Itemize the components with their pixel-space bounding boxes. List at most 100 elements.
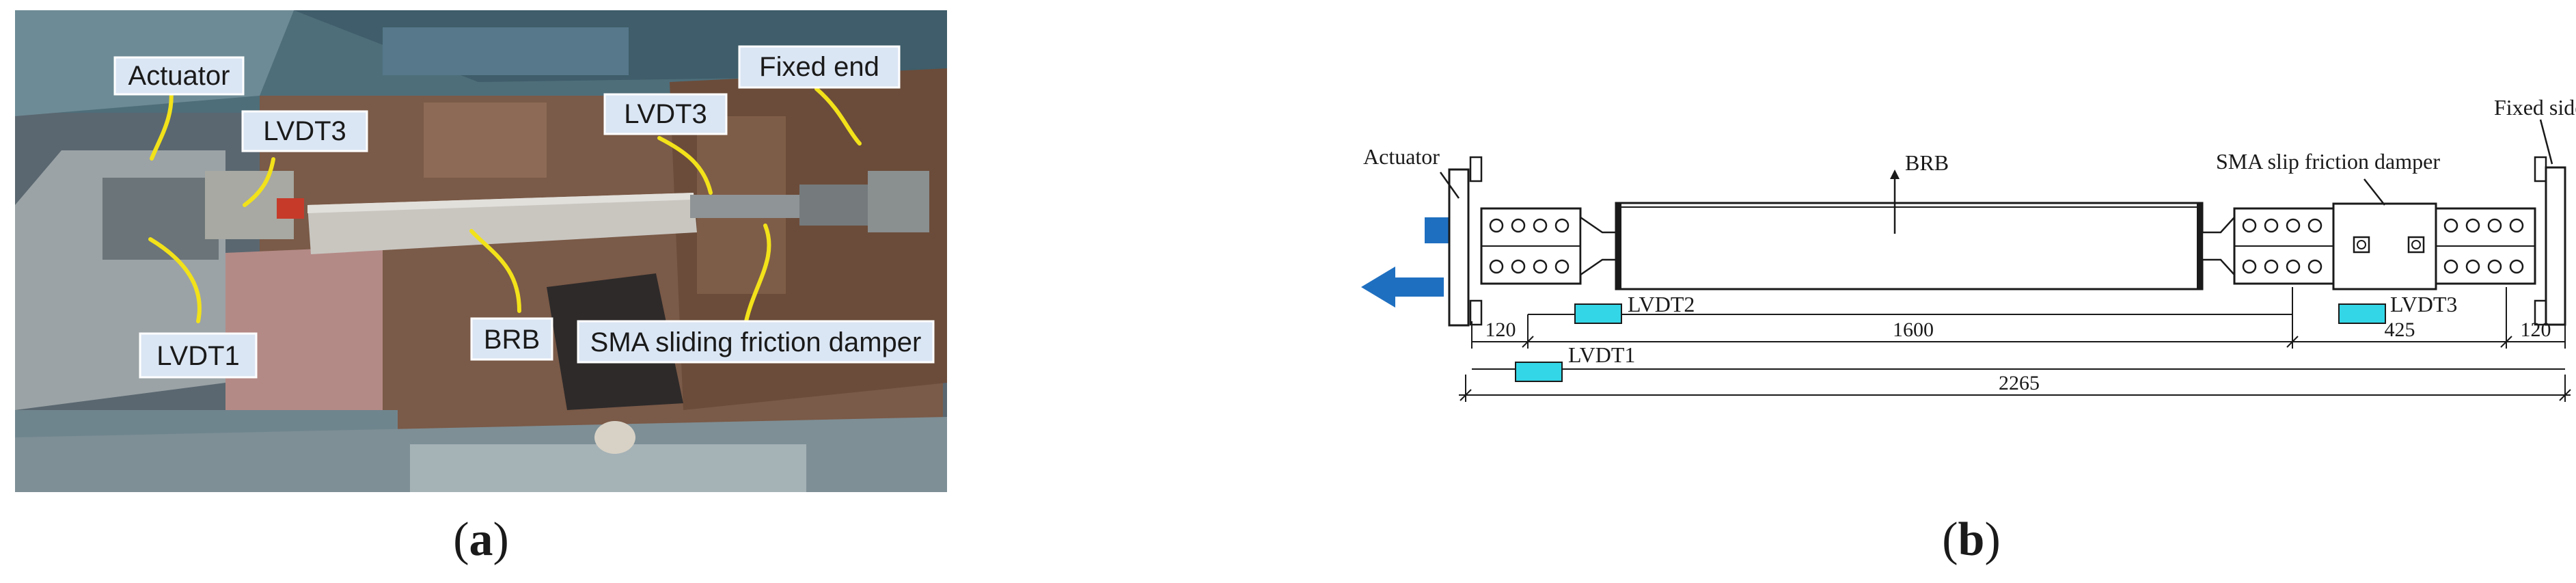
callout-fixed-end: Fixed end — [759, 52, 879, 82]
bolt — [2264, 218, 2279, 233]
panel-b-label: (b) — [1942, 513, 2001, 566]
bolt — [2242, 218, 2257, 233]
callout-lvdt3-right: LVDT3 — [624, 99, 707, 129]
lvdt3-sensor — [2338, 303, 2386, 324]
fixed-plate — [2545, 166, 2566, 326]
steel-girder — [383, 27, 629, 75]
callout-sma-box — [577, 320, 935, 364]
dim-brb-length: 1600 — [1893, 318, 1934, 341]
fixed-lug-top — [2534, 156, 2547, 182]
bolt — [1489, 259, 1504, 274]
bolt — [1489, 218, 1504, 233]
leader-brb — [469, 229, 521, 313]
damper-bolt-square — [2353, 236, 2370, 254]
bolt — [2509, 218, 2524, 233]
bolt — [1511, 259, 1526, 274]
dim-slash — [2559, 389, 2571, 401]
label-actuator: Actuator — [1363, 144, 1440, 169]
bolt — [2443, 218, 2458, 233]
label-lvdt3: LVDT3 — [2390, 292, 2457, 316]
panel-b-schematic: BRB — [1361, 95, 2576, 402]
brb-highlight — [307, 193, 694, 213]
bolt — [1533, 218, 1548, 233]
bolt — [2307, 259, 2322, 274]
left-bolts — [1489, 218, 1570, 274]
left-transition — [1579, 215, 1617, 277]
bolt — [1554, 259, 1570, 274]
leader-lvdt3-right — [657, 136, 713, 195]
fixed-end-block — [868, 171, 929, 232]
dim-slash — [1522, 336, 1534, 348]
callout-brb-box — [470, 317, 553, 361]
brb-pointer-head — [1890, 170, 1900, 179]
dim-total: 2265 — [1999, 372, 2040, 394]
red-clamp — [277, 198, 304, 219]
dim-slash — [1460, 389, 1472, 401]
callout-lvdt3-left: LVDT3 — [263, 116, 346, 146]
damper-bolt-square — [2407, 236, 2425, 254]
right-transition — [2201, 215, 2236, 277]
arrow-pull — [1361, 267, 1444, 308]
callout-sma: SMA sliding friction damper — [590, 327, 922, 357]
bolt — [1533, 259, 1548, 274]
brb-end-right — [2197, 203, 2202, 289]
damper-bolt-hole — [2411, 240, 2421, 249]
panel-a-leaders — [148, 85, 862, 330]
floor-plate — [424, 103, 547, 178]
leader-lvdt3-left — [243, 157, 275, 207]
bolt — [2509, 259, 2524, 274]
callout-lvdt3-right-box — [603, 93, 728, 135]
damper-plate — [799, 185, 875, 226]
panel-a-callouts: Actuator LVDT3 LVDT3 Fixed end LVDT1 BRB… — [113, 45, 935, 379]
dim-left-end: 120 — [1485, 318, 1516, 341]
callout-actuator-box — [113, 56, 245, 96]
callout-lvdt3-left-box — [241, 110, 368, 152]
dim-slash — [2286, 336, 2299, 348]
damper-pointer — [2363, 178, 2385, 206]
bolt — [1511, 218, 1526, 233]
dim-damper-length: 425 — [2385, 318, 2415, 341]
brb-end-left — [1616, 203, 1621, 289]
actuator-pointer — [1439, 172, 1460, 199]
leader-sma — [743, 223, 771, 330]
callout-actuator: Actuator — [128, 61, 230, 91]
leader-lvdt1 — [148, 237, 202, 323]
bolt — [2465, 218, 2480, 233]
damper-bolts-right — [2443, 218, 2524, 274]
bolt — [2465, 259, 2480, 274]
lvdt2-sensor — [1574, 303, 1622, 324]
label-fixed-side: Fixed side — [2494, 95, 2576, 120]
callout-brb: BRB — [484, 325, 540, 355]
damper-bolts-left — [2242, 218, 2322, 274]
label-sma-damper: SMA slip friction damper — [2216, 149, 2440, 174]
damper-bolt-hole — [2357, 240, 2366, 249]
bolt — [1554, 218, 1570, 233]
bolt — [2286, 218, 2301, 233]
bolt — [2487, 259, 2502, 274]
damper-body — [690, 195, 806, 218]
bolt — [2307, 218, 2322, 233]
bolt — [2286, 259, 2301, 274]
dim-row-segments: 120 1600 425 120 — [1471, 287, 2566, 349]
lvdt1-sensor — [1515, 362, 1563, 382]
callout-fixed-end-box — [738, 45, 901, 89]
label-brb: BRB — [1905, 150, 1949, 175]
bolt — [2443, 259, 2458, 274]
panel-a-label: (a) — [453, 513, 509, 566]
label-lvdt1: LVDT1 — [1568, 342, 1635, 367]
label-lvdt2: LVDT2 — [1628, 292, 1695, 316]
leader-actuator — [150, 85, 174, 161]
dim-slash — [2500, 336, 2512, 348]
leader-fixed-end — [814, 87, 862, 146]
actuator-lug-top — [1469, 156, 1483, 182]
brb-body — [1615, 202, 2204, 290]
actuator-plate — [1448, 168, 1470, 327]
fixed-side-pointer — [2539, 119, 2553, 165]
dim-right-end: 120 — [2521, 318, 2551, 341]
bolt — [2242, 259, 2257, 274]
callout-lvdt1-box — [139, 332, 258, 379]
bolt — [2264, 259, 2279, 274]
object-white — [594, 421, 635, 454]
